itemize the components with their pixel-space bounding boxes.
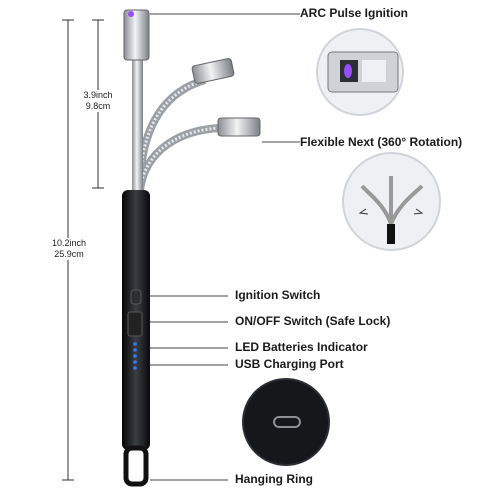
dimension-total-cm: 25.9cm <box>54 249 84 259</box>
label-flexible-neck: Flexible Next (360° Rotation) <box>300 135 463 149</box>
dimension-total-inch: 10.2inch <box>51 238 87 248</box>
flex-neck-straight <box>123 9 150 195</box>
lighter-body <box>122 190 150 487</box>
zoom-rotation <box>342 152 441 251</box>
zoom-arc-tip <box>316 28 404 116</box>
dimension-neck-inch: 3.9inch <box>83 90 113 100</box>
dimension-neck: 3.9inch 9.8cm <box>78 90 118 112</box>
label-hanging-ring: Hanging Ring <box>235 472 313 486</box>
label-led-indicator: LED Batteries Indicator <box>235 340 368 354</box>
label-usb-port: USB Charging Port <box>235 357 344 371</box>
label-ignition-switch: Ignition Switch <box>235 288 321 302</box>
label-arc-pulse-ignition: ARC Pulse Ignition <box>300 6 408 20</box>
dimension-neck-cm: 9.8cm <box>85 101 111 111</box>
flex-neck-bent-2 <box>136 117 261 191</box>
callout-leaders <box>150 13 300 481</box>
dimension-total: 10.2inch 25.9cm <box>44 238 94 260</box>
label-onoff-switch: ON/OFF Switch (Safe Lock) <box>235 314 391 328</box>
zoom-usb-port <box>242 378 330 466</box>
